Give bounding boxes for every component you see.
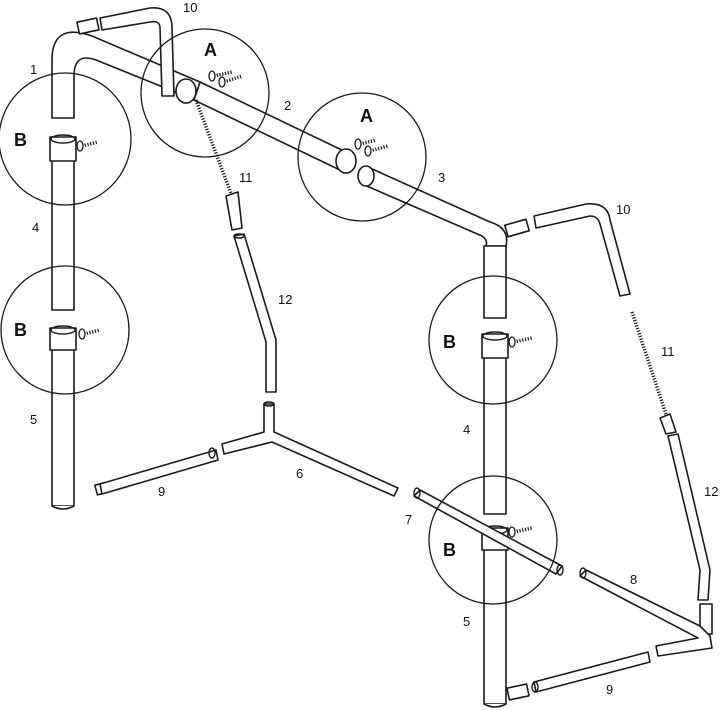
part-label-3: 3 [438,170,445,185]
detail-circle-b-right-upper: B [428,275,558,405]
part-label-12: 12 [278,292,292,307]
right-diagonal-part-12 [667,433,713,635]
left-diagonal-part-12 [233,233,277,393]
part-label-4: 4 [463,422,470,437]
part-label-12: 12 [704,484,718,499]
left-diagonal-part-11 [194,99,243,231]
right-upright-part-4 [481,331,509,515]
left-upright-part-1 [51,31,201,119]
part-label-1: 1 [30,62,37,77]
screw-icon [76,140,99,152]
detail-circle-b-right-lower: B [428,475,558,605]
detail-label-b: B [14,130,27,150]
right-top-part-10 [533,203,631,297]
screw-icon [508,526,533,538]
part-label-6: 6 [296,466,303,481]
left-upright-part-4 [49,134,77,311]
right-upright-part-5 [481,525,509,708]
part-label-8: 8 [630,572,637,587]
detail-circle-a-left: A [140,28,270,158]
screw-icon [208,70,243,88]
screw-icon [508,336,533,348]
screw-icon [78,328,101,340]
detail-label-a: A [360,106,373,126]
part-label-2: 2 [284,98,291,113]
ground-part-9-right [506,651,651,701]
part-label-5: 5 [463,614,470,629]
detail-label-a: A [204,40,217,60]
ground-part-7 [413,487,564,576]
detail-label-b: B [14,320,27,340]
part-label-4: 4 [32,220,39,235]
detail-circle-a-right: A [297,92,427,222]
part-label-7: 7 [405,512,412,527]
detail-label-b: B [443,540,456,560]
left-top-part-10 [76,7,175,97]
detail-circle-b-left-upper: B [0,72,132,206]
left-upright-part-5 [49,325,77,510]
part-label-11: 11 [239,170,253,185]
screw-icon [354,138,389,157]
ground-part-8 [579,567,713,657]
part-label-11: 11 [661,344,675,359]
part-label-9: 9 [606,682,613,697]
detail-label-b: B [443,332,456,352]
crossbar-part-3 [357,165,508,247]
detail-circle-b-left-lower: B [0,265,130,395]
crossbar-part-2 [175,78,357,174]
part-label-9: 9 [158,484,165,499]
ground-corner-part-6 [221,401,399,497]
right-diagonal-part-11 [630,311,677,435]
part-label-5: 5 [30,412,37,427]
part-label-10: 10 [616,202,630,217]
part-label-10: 10 [183,0,197,15]
ground-part-9-left [93,447,219,496]
right-upright-top [483,218,531,319]
